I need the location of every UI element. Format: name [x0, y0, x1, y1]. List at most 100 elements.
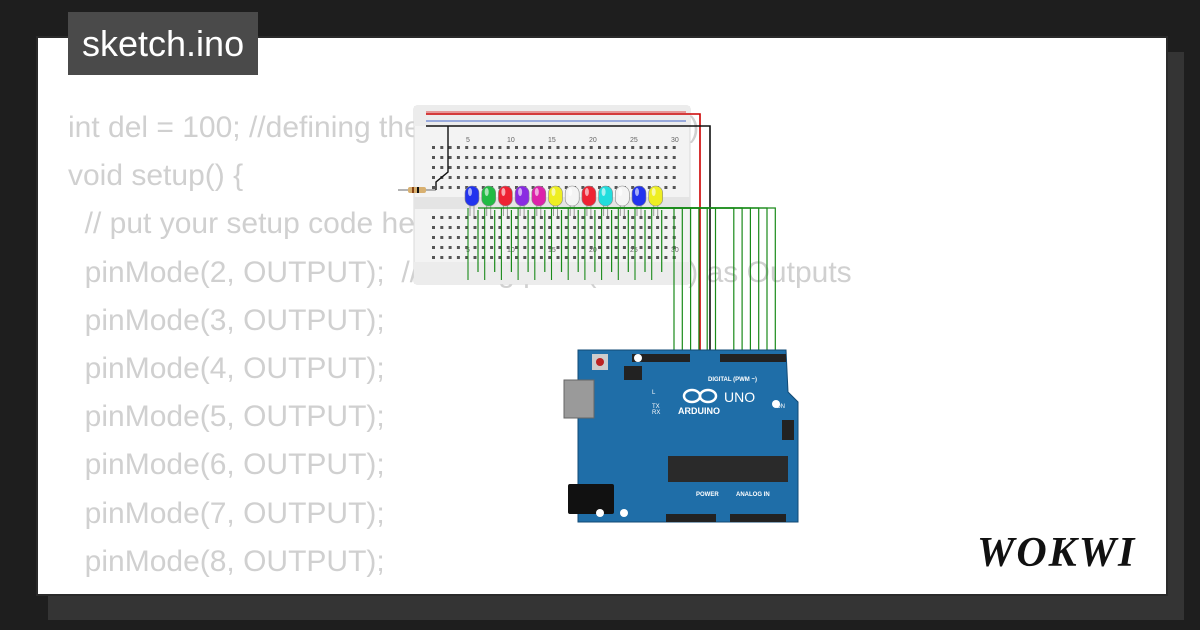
breadboard-hole [473, 156, 477, 159]
breadboard-hole [548, 156, 552, 159]
breadboard-hole [556, 246, 560, 249]
breadboard-hole [656, 166, 660, 169]
circuit-svg: 5510101515202025253030ARDUINOUNODIGITAL … [398, 105, 799, 523]
breadboard-hole [498, 256, 502, 259]
wokwi-logo-text: WOKWI [977, 530, 1136, 576]
breadboard-hole [440, 246, 444, 249]
breadboard-hole [614, 146, 618, 149]
breadboard-hole [539, 256, 543, 259]
breadboard-hole [448, 166, 452, 169]
breadboard-hole [556, 236, 560, 239]
code-line: pinMode(7, OUTPUT); [68, 496, 385, 530]
breadboard-hole [606, 246, 610, 249]
breadboard-hole [473, 246, 477, 249]
breadboard-hole [647, 216, 651, 219]
breadboard-hole [631, 156, 635, 159]
breadboard-hole [581, 216, 585, 219]
wokwi-logo-svg: WOKWI [977, 530, 1136, 576]
breadboard-hole [473, 176, 477, 179]
breadboard-hole [490, 236, 494, 239]
breadboard-hole [631, 146, 635, 149]
breadboard-hole [614, 226, 618, 229]
breadboard-hole [639, 236, 643, 239]
breadboard-hole [481, 166, 485, 169]
breadboard-hole [498, 156, 502, 159]
led-highlight [618, 188, 623, 196]
led-body [498, 185, 513, 207]
breadboard-hole [564, 156, 568, 159]
breadboard-col-number: 20 [589, 137, 597, 144]
breadboard-hole [456, 236, 460, 239]
arduino-infinity-right [698, 388, 718, 404]
breadboard-col-number: 15 [548, 137, 556, 144]
breadboard-hole [589, 256, 593, 259]
breadboard-col-number: 25 [630, 247, 638, 254]
breadboard-hole [622, 216, 626, 219]
power-jack [568, 484, 614, 514]
breadboard-hole [573, 166, 577, 169]
breadboard-hole [490, 176, 494, 179]
breadboard-hole [548, 256, 552, 259]
breadboard-hole [556, 166, 560, 169]
breadboard-hole [631, 226, 635, 229]
breadboard-hole [448, 246, 452, 249]
breadboard-hole [465, 226, 469, 229]
breadboard-hole [556, 216, 560, 219]
breadboard-hole [631, 176, 635, 179]
breadboard-hole [515, 176, 518, 179]
power-rail-top [414, 106, 690, 126]
breadboard-hole [581, 146, 585, 149]
breadboard-hole [656, 226, 660, 229]
digital-header-label: DIGITAL (PWM ~) [708, 377, 757, 383]
breadboard-hole [581, 256, 585, 259]
breadboard-hole [581, 156, 585, 159]
breadboard-hole [432, 186, 435, 189]
breadboard-hole [639, 166, 643, 169]
breadboard-hole [564, 226, 568, 229]
breadboard-hole [556, 176, 560, 179]
mount-hole [772, 400, 780, 408]
breadboard-hole [581, 246, 585, 249]
breadboard-hole [647, 246, 651, 249]
breadboard-hole [498, 166, 502, 169]
breadboard-hole [664, 226, 668, 229]
breadboard-hole [573, 176, 577, 179]
arduino-model-label: UNO [724, 389, 755, 405]
breadboard-hole [506, 246, 510, 249]
breadboard-hole [440, 236, 444, 239]
breadboard-hole [498, 146, 502, 149]
breadboard-hole [465, 176, 469, 179]
breadboard-hole [639, 156, 643, 159]
file-title-tab[interactable]: sketch.ino [68, 12, 259, 75]
breadboard-hole [515, 226, 518, 229]
breadboard-hole [548, 166, 552, 169]
led [581, 185, 597, 216]
breadboard-hole [465, 246, 469, 249]
breadboard-hole [432, 166, 435, 169]
wokwi-logo[interactable]: WOKWI [975, 526, 1150, 578]
breadboard-hole [465, 146, 469, 149]
breadboard-hole [440, 186, 444, 189]
breadboard-col-number: 30 [671, 247, 679, 254]
breadboard-hole [432, 146, 435, 149]
breadboard-hole [506, 236, 510, 239]
breadboard-hole [523, 216, 527, 219]
breadboard-hole [473, 226, 477, 229]
icsp-header-right [782, 420, 794, 440]
breadboard-hole [581, 166, 585, 169]
breadboard-hole [473, 256, 477, 259]
breadboard-hole [589, 246, 593, 249]
breadboard-hole [506, 146, 510, 149]
breadboard-hole [606, 256, 610, 259]
breadboard-hole [631, 236, 635, 239]
breadboard-hole [631, 166, 635, 169]
led-highlight [651, 188, 656, 196]
breadboard-hole [465, 256, 469, 259]
led-highlight [534, 188, 539, 196]
breadboard-hole [432, 256, 435, 259]
breadboard-hole [622, 246, 626, 249]
mount-hole [620, 509, 628, 517]
led-highlight [518, 188, 523, 196]
breadboard-hole [490, 156, 494, 159]
